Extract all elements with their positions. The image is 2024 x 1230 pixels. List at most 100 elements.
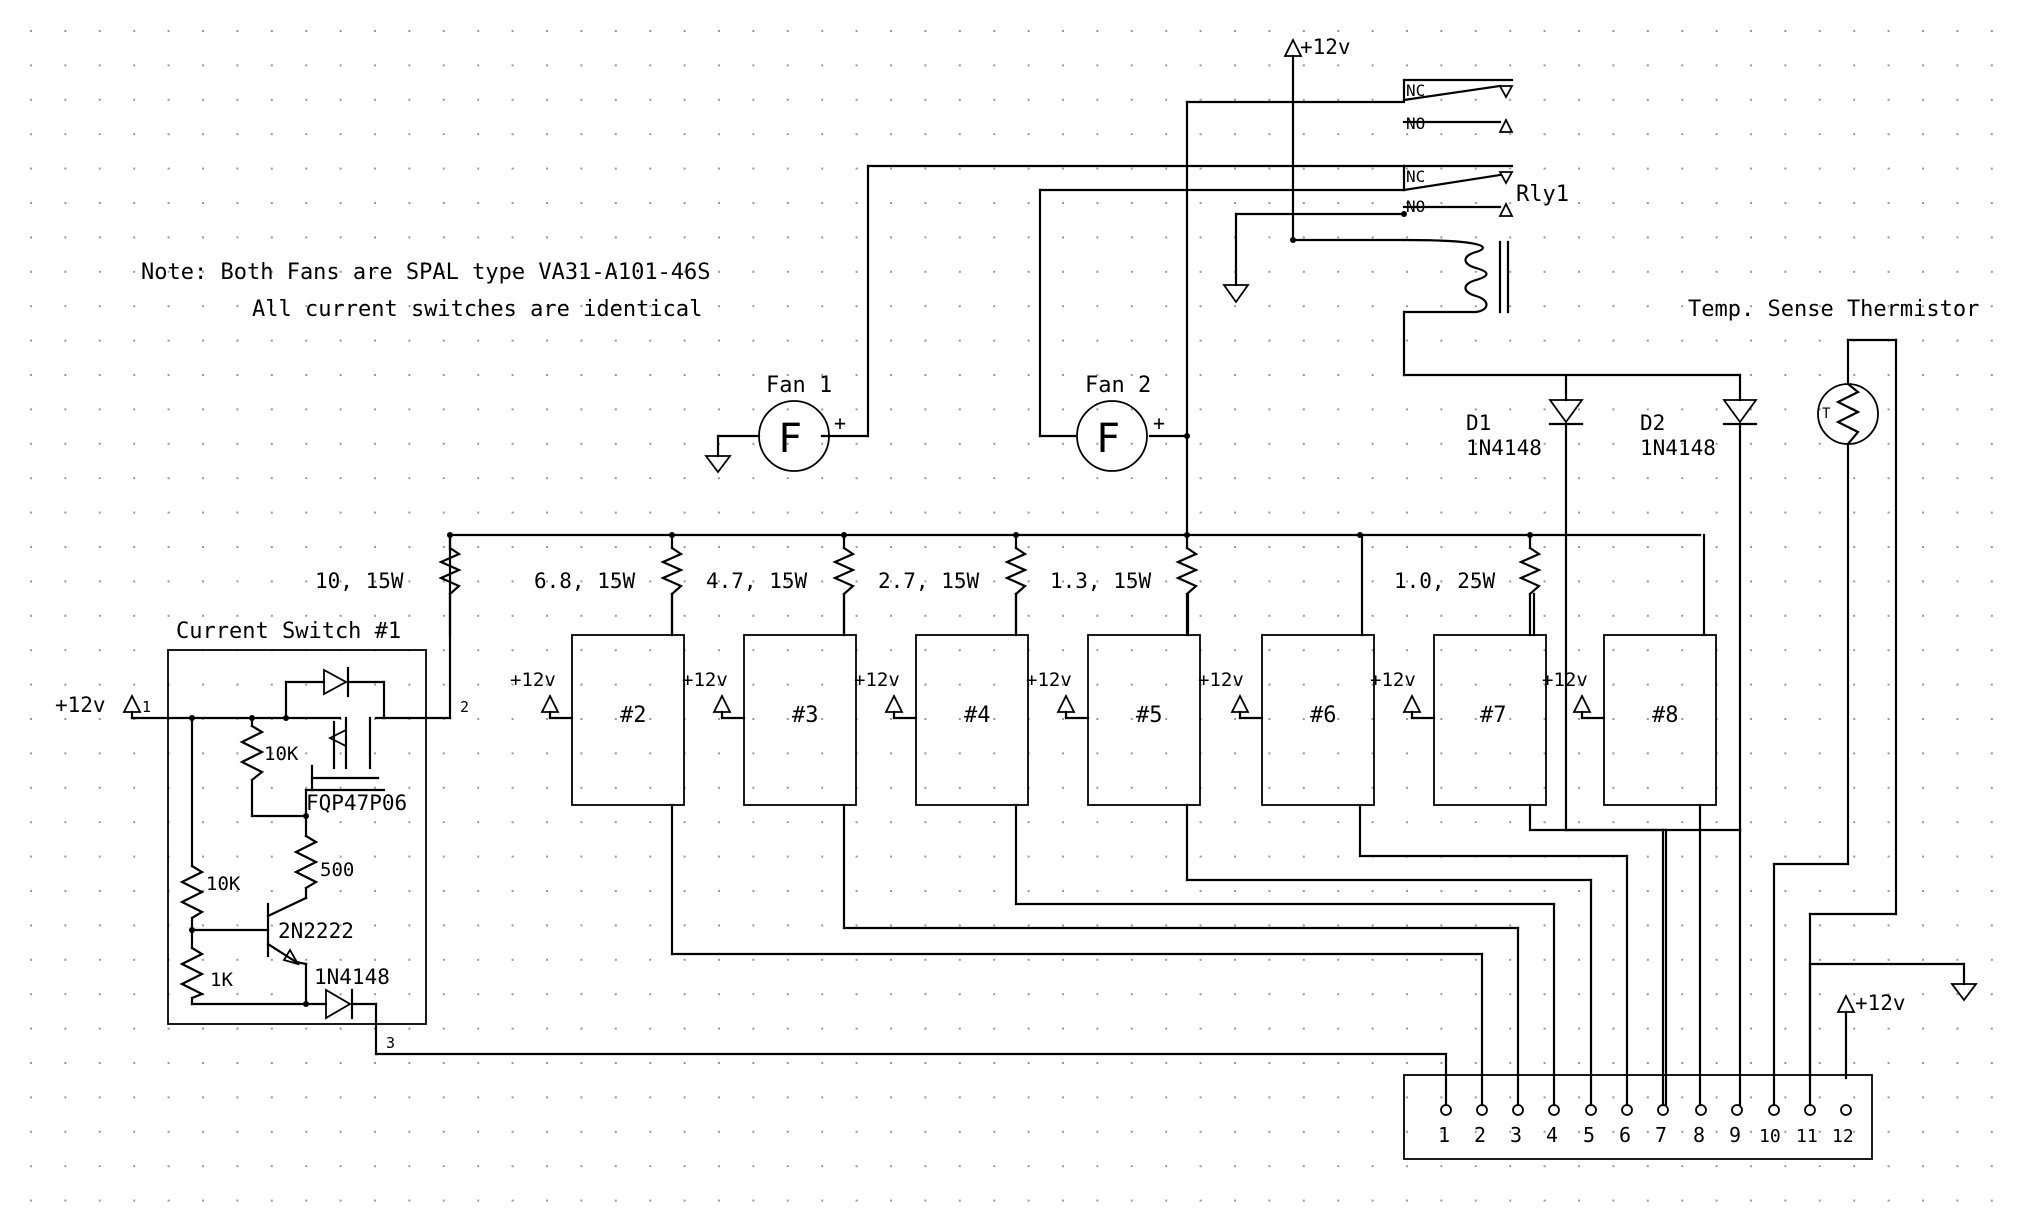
switch-block-6-label: #6	[1310, 703, 1337, 728]
current-switch-pin-2: 2	[460, 698, 469, 716]
junction-dot	[1401, 211, 1407, 217]
note-line-2: All current switches are identical	[252, 297, 702, 322]
junction-dot	[669, 532, 675, 538]
switch-block-4-label: #4	[964, 703, 991, 728]
connector-supply: +12v	[1855, 991, 1906, 1015]
relay-contact-nc-2: NC	[1406, 167, 1425, 186]
switch-block-7-supply: +12v	[1370, 669, 1416, 691]
junction-dot	[189, 715, 195, 721]
switch-block-3-supply: +12v	[682, 669, 728, 691]
note-line-1: Note: Both Fans are SPAL type VA31-A101-…	[141, 260, 711, 285]
switch-block-8	[1572, 533, 1717, 806]
connector-routing	[189, 211, 1898, 1107]
resistor-r-1-0-25w	[1518, 533, 1542, 637]
switch-block-5	[1056, 592, 1201, 806]
supply-label-relay: +12v	[1300, 35, 1351, 59]
relay-contact-nc-1: NC	[1406, 81, 1425, 100]
connector-pin-6: 6	[1619, 1123, 1631, 1147]
connector-pin-9: 9	[1729, 1123, 1741, 1147]
mosfet-part: FQP47P06	[306, 791, 407, 815]
junction-dot	[189, 927, 195, 933]
connector-pin-terminal-8	[1695, 1104, 1707, 1116]
connector-pin-terminal-1	[1440, 1104, 1452, 1116]
switch-block-2	[540, 592, 685, 806]
current-switch-pin-3: 3	[386, 1034, 395, 1052]
resistor-label-2: 6.8, 15W	[534, 569, 636, 593]
connector-pin-terminal-7	[1657, 1104, 1669, 1116]
connector-pin-3: 3	[1510, 1123, 1522, 1147]
switch-block-group	[540, 533, 1717, 806]
connector-pin-4: 4	[1546, 1123, 1558, 1147]
switch-block-3	[712, 592, 857, 806]
connector-pin-terminal-9	[1731, 1104, 1743, 1116]
fan-2: Fan 2 F +	[1076, 373, 1165, 472]
route-block-8	[1564, 803, 1742, 1107]
connector-12-pin	[1403, 1074, 1873, 1160]
fan-2-label: Fan 2	[1085, 373, 1151, 398]
junction-dot	[1184, 433, 1190, 439]
route-block-5	[1185, 803, 1593, 1107]
d1-part: 1N4148	[1466, 436, 1542, 460]
current-switch-title: Current Switch #1	[176, 619, 401, 644]
connector-pin-11: 11	[1796, 1126, 1818, 1147]
junction-dot	[1013, 532, 1019, 538]
switch-block-6-supply: +12v	[1198, 669, 1244, 691]
diode-d1: D1 1N4148	[1466, 373, 1584, 832]
thermistor-label: Temp. Sense Thermistor	[1688, 297, 1979, 322]
relay-name: Rly1	[1516, 182, 1569, 207]
junction-dot	[303, 813, 309, 819]
route-block-2	[670, 803, 1484, 1107]
resistor-label-1: 10, 15W	[315, 569, 404, 593]
connector-pin-12: 12	[1832, 1126, 1854, 1147]
r-base-top-label: 10K	[206, 873, 241, 895]
r-gate-label: 10K	[264, 743, 299, 765]
switch-block-6	[1230, 533, 1375, 806]
fan-2-plus: +	[1153, 411, 1165, 435]
switch-block-4	[884, 592, 1029, 806]
switch-block-2-supply: +12v	[510, 669, 556, 691]
junction-dot	[841, 532, 847, 538]
switch-block-3-label: #3	[792, 703, 819, 728]
switch-block-7	[1402, 592, 1547, 806]
d2-part: 1N4148	[1640, 436, 1716, 460]
transistor-part: 2N2222	[278, 919, 354, 943]
connector-pin-terminal-3	[1512, 1104, 1524, 1116]
connector-pin-terminal-12	[1840, 1104, 1852, 1116]
connector-pin-terminal-11	[1804, 1104, 1816, 1116]
junction-dot	[1290, 237, 1296, 243]
thermistor-symbol: T	[1822, 406, 1831, 422]
junction-dot	[283, 715, 289, 721]
switch-block-5-supply: +12v	[1026, 669, 1072, 691]
connector-pin-terminal-10	[1768, 1104, 1780, 1116]
route-current-switch	[374, 1052, 1448, 1107]
junction-dot	[303, 1001, 309, 1007]
connector-pin-8: 8	[1693, 1123, 1705, 1147]
connector-pin-10: 10	[1759, 1126, 1781, 1147]
diode-part: 1N4148	[314, 965, 390, 989]
resistor-label-3: 4.7, 15W	[706, 569, 808, 593]
switch-block-8-supply: +12v	[1542, 669, 1588, 691]
switch-block-8-label: #8	[1652, 703, 1679, 728]
switch-block-4-supply: +12v	[854, 669, 900, 691]
fan-1-label: Fan 1	[766, 373, 832, 398]
relay-rly1: +12v NC NO NC NO Rly1	[1222, 35, 1742, 377]
switch-block-2-label: #2	[620, 703, 647, 728]
junction-dot	[1184, 532, 1190, 538]
fan-1-plus: +	[834, 411, 846, 435]
connector-pin-2: 2	[1474, 1123, 1486, 1147]
fan-2-symbol: F	[1096, 416, 1120, 462]
connector-pin-1: 1	[1438, 1123, 1450, 1147]
connector-pin-terminal-6	[1621, 1104, 1633, 1116]
resistor-label-5: 1.3, 15W	[1050, 569, 1152, 593]
relay-contact-no-1: NO	[1406, 114, 1425, 133]
current-switch-supply: +12v	[55, 693, 106, 717]
junction-dot	[447, 532, 453, 538]
r-collector-label: 500	[320, 859, 354, 881]
resistor-label-4: 2.7, 15W	[878, 569, 980, 593]
connector-pin-terminal-5	[1585, 1104, 1597, 1116]
current-switch-pin-1: 1	[142, 698, 151, 716]
diode-d2: D2 1N4148	[1640, 373, 1758, 832]
route-thermistor	[1772, 862, 1898, 1107]
resistor-label-6: 1.0, 25W	[1394, 569, 1496, 593]
